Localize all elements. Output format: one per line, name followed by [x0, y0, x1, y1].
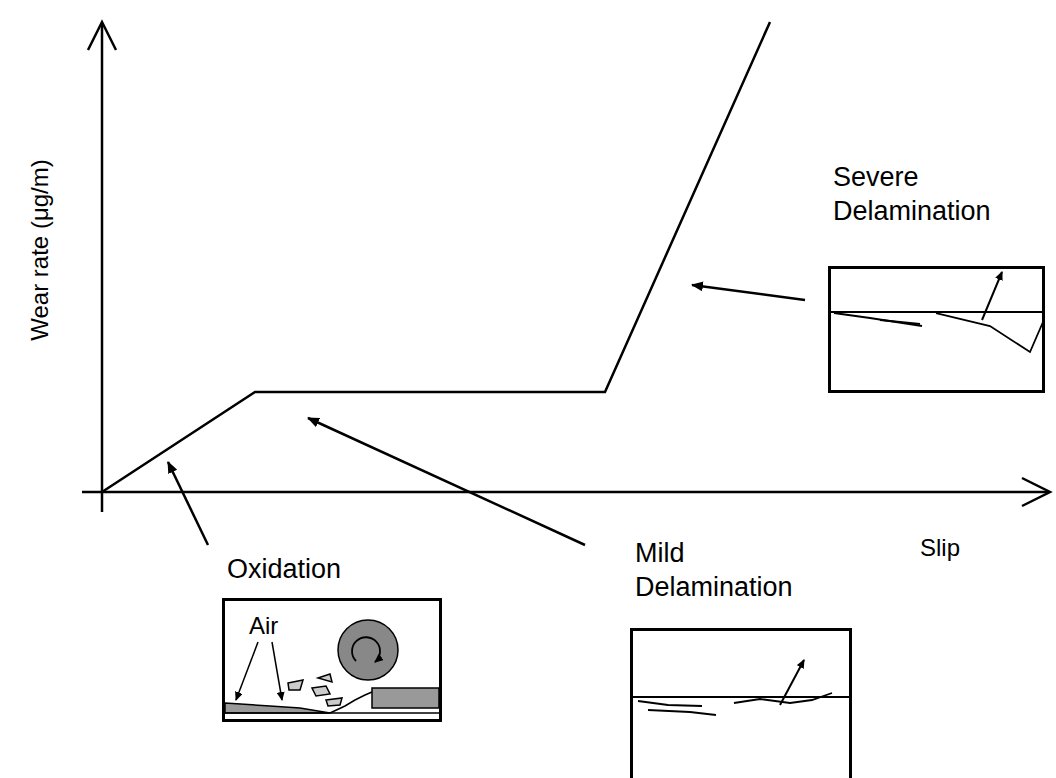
mild-delamination-inset: Mild Delamination	[630, 628, 852, 778]
gas-label: Air	[249, 613, 278, 639]
inset-heading: Severe Delamination	[833, 160, 991, 229]
axis-title: Slip	[920, 534, 960, 563]
inset-heading: Oxidation	[227, 552, 341, 587]
inset-heading: Mild Delamination	[635, 536, 793, 605]
axis-title: Wear rate (μg/m)	[26, 159, 55, 340]
severe-delamination-inset: Severe Delamination	[828, 266, 1045, 393]
severe-delamination-sketch	[830, 272, 1043, 352]
oxidation-inset: OxidationAir	[222, 598, 442, 722]
mild-delamination-sketch	[632, 660, 850, 715]
axes	[82, 22, 1050, 512]
leader-arrows	[168, 285, 805, 545]
wear-curve	[102, 22, 770, 492]
